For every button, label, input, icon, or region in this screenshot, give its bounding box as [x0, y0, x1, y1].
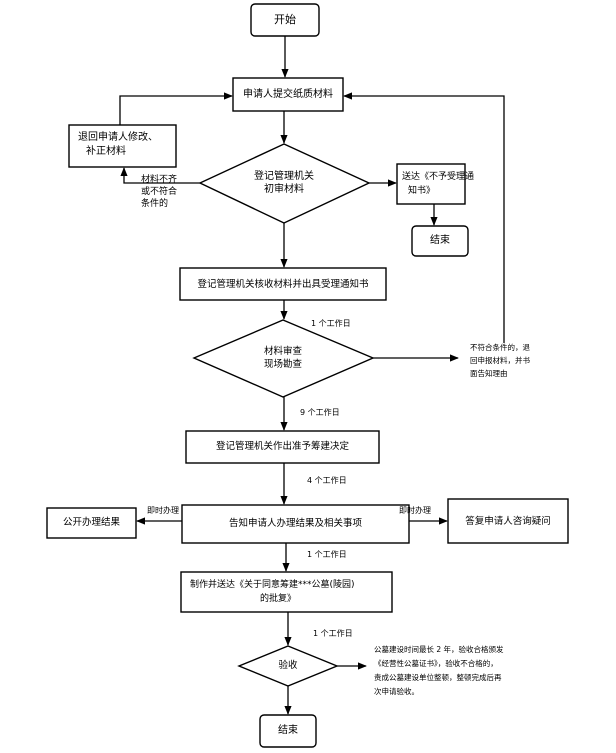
- nonconform-label: 不符合条件的，退 回申报材料，并书 面告知理由: [470, 343, 530, 378]
- return-fix-box: [68, 124, 177, 168]
- issue-approval-label: 制作并送达《关于同意筹建***公墓(陵园) 的批复》: [190, 580, 355, 604]
- arrow-nonconform-submit: [343, 92, 505, 343]
- arrow-return-submit: [119, 92, 233, 125]
- site-review-label: 材料审查 现场勘查: [263, 346, 302, 370]
- day1-label-c: 1 个工作日: [313, 629, 353, 638]
- end1-label: 结束: [430, 235, 450, 246]
- site-review-diamond: [192, 319, 375, 398]
- day1-label-a: 1 个工作日: [311, 319, 351, 328]
- decision-label: 登记管理机关作出准予筹建决定: [215, 441, 349, 452]
- issue-approval-box: [180, 571, 393, 613]
- day9-label: 9 个工作日: [300, 408, 340, 417]
- accept-label: 登记管理机关核收材料并出具受理通知书: [197, 279, 369, 290]
- accept-box: [179, 267, 387, 301]
- immediate-left-label: 即时办理: [147, 506, 179, 515]
- end2-label: 结束: [278, 725, 298, 736]
- consult-box: [447, 498, 569, 544]
- submit-materials-box: [232, 77, 344, 112]
- reject-notice-box: [396, 163, 466, 205]
- publish-box: [46, 507, 137, 539]
- reject-notice-label: 送达《不予受理通 知书》: [402, 172, 475, 196]
- day1-label-b: 1 个工作日: [307, 550, 347, 559]
- submit-label: 申请人提交纸质材料: [243, 89, 333, 100]
- start-label: 开始: [274, 13, 296, 26]
- notify-box: [181, 504, 410, 544]
- acceptance-label: 验收: [278, 660, 298, 671]
- initial-review-label: 登记管理机关 初审材料: [254, 171, 314, 195]
- end-node-1: [411, 225, 469, 257]
- return-fix-label: 退回申请人修改、 补正材料: [78, 132, 158, 157]
- decision-box: [185, 430, 380, 464]
- immediate-right-label: 即时办理: [399, 506, 431, 515]
- end-node-2: [259, 714, 317, 748]
- publish-label: 公开办理结果: [62, 517, 120, 528]
- notify-label: 告知申请人办理结果及相关事项: [228, 518, 362, 529]
- incomplete-condition-label: 材料不齐 或不符合 条件的: [141, 175, 178, 209]
- day4-label: 4 个工作日: [307, 476, 347, 485]
- arrow-review-return: [120, 167, 200, 184]
- acceptance-note: 公墓建设时间最长 2 年，验收合格颁发 《经营性公墓证书》，验收不合格的， 责成…: [374, 645, 504, 696]
- consult-label: 答复申请人咨询疑问: [465, 516, 551, 527]
